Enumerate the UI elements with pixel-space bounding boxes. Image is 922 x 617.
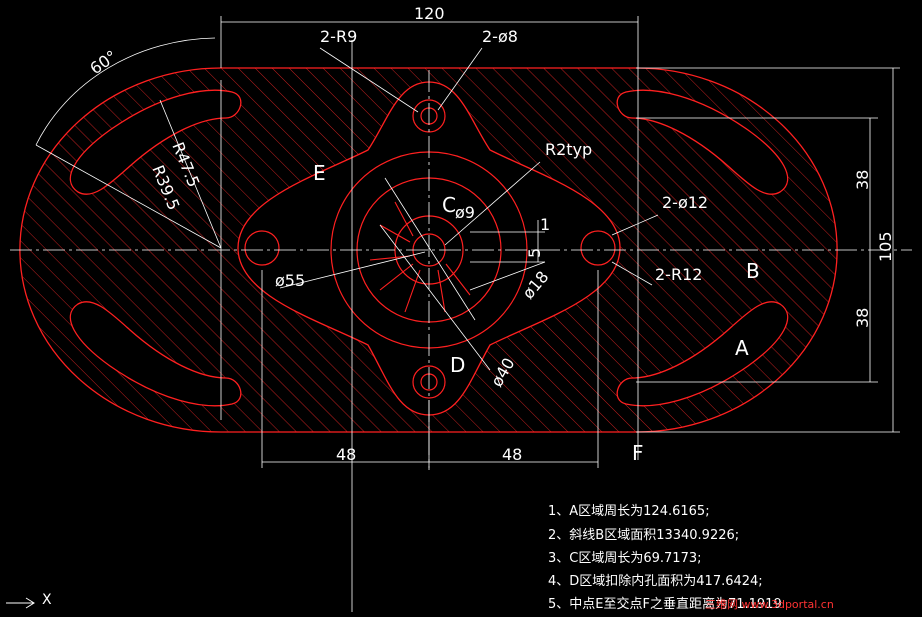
dim-1: 1 [540, 215, 550, 234]
note-2: 2、斜线B区域面积13340.9226; [548, 528, 740, 543]
slots [69, 89, 789, 407]
note-1: 1、A区域周长为124.6165; [548, 504, 710, 519]
dim-phi55: ø55 [275, 271, 305, 290]
dim-105: 105 [876, 231, 895, 262]
note-4: 4、D区域扣除内孔面积为417.6424; [548, 574, 763, 589]
hole-left [244, 230, 280, 266]
note-5: 5、中点E至交点F之垂直距离为71.1919 [548, 597, 782, 612]
dim-2phi12: 2-ø12 [662, 193, 708, 212]
dim-r2typ: R2typ [545, 140, 592, 159]
dim-120: 120 [414, 4, 445, 23]
dim-60deg: 60° [86, 46, 120, 78]
dimension-lines [35, 16, 900, 468]
slot-lower-right [616, 301, 789, 407]
dim-48-left: 48 [336, 445, 356, 464]
spokes [369, 201, 471, 313]
note-3: 3、C区域周长为69.7173; [548, 551, 702, 566]
lug-bottom-outer [412, 365, 446, 399]
ucs-arrow-icon [6, 597, 35, 609]
dim-2phi8: 2-ø8 [482, 27, 518, 46]
dim-phi18: ø18 [519, 267, 553, 302]
dim-38-upper: 38 [853, 170, 872, 190]
dim-48-right: 48 [502, 445, 522, 464]
region-label-a: A [735, 336, 749, 360]
region-label-d: D [450, 353, 465, 377]
slot-lower-left [69, 301, 242, 407]
dim-5: 5 [525, 248, 544, 258]
dim-phi9: ø9 [455, 203, 475, 222]
region-label-b: B [746, 259, 760, 283]
slot-upper-left [69, 89, 242, 195]
hatched-region-b [19, 68, 838, 432]
hole-right [580, 230, 616, 266]
region-label-f: F [632, 441, 644, 465]
dim-2r12: 2-R12 [655, 265, 702, 284]
dim-2r9: 2-R9 [320, 27, 357, 46]
region-label-c: C [442, 193, 456, 217]
ucs-x-label: X [42, 592, 52, 608]
watermark: 三维网 www.3dportal.cn [705, 598, 834, 611]
region-label-e: E [313, 161, 326, 185]
dim-38-lower: 38 [853, 308, 872, 328]
slot-upper-right [616, 89, 789, 195]
